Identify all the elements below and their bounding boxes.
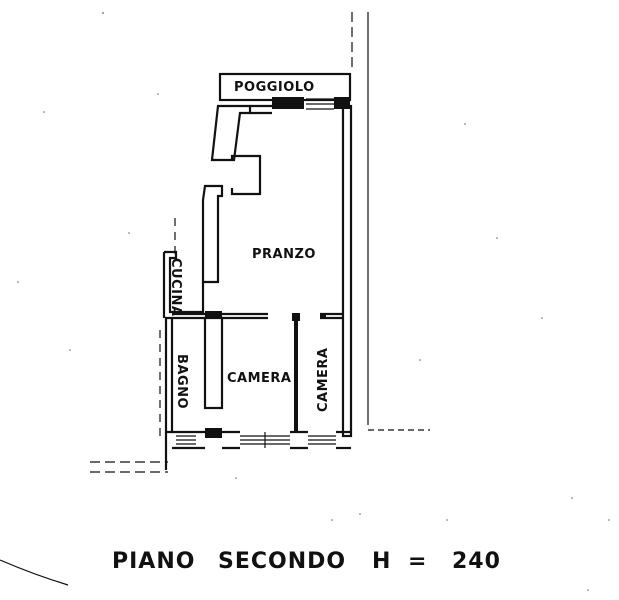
outer-walls xyxy=(162,104,353,470)
caption-level: SECONDO xyxy=(218,549,346,574)
room-label-pranzo: PRANZO xyxy=(252,247,316,262)
caption-equals: = xyxy=(408,549,427,574)
window-bagno xyxy=(176,435,196,445)
caption-height-value: 240 xyxy=(452,549,501,574)
caption-floor: PIANO xyxy=(112,549,195,574)
caption-height-label: H xyxy=(372,549,391,574)
room-labels: POGGIOLO PRANZO CUCINA BAGNO CAMERA CAME… xyxy=(168,80,331,412)
window-camera-left xyxy=(240,432,290,448)
room-label-cucina: CUCINA xyxy=(168,258,183,316)
floor-caption: PIANO SECONDO H = 240 xyxy=(112,549,501,574)
windows xyxy=(176,428,336,448)
room-label-bagno: BAGNO xyxy=(174,354,189,409)
room-label-poggiolo: POGGIOLO xyxy=(234,80,315,95)
property-lines xyxy=(0,12,430,586)
window-camera-right xyxy=(308,435,336,445)
scan-noise xyxy=(17,12,610,591)
room-label-camera-left: CAMERA xyxy=(227,371,292,386)
interior-walls xyxy=(172,311,343,432)
room-label-camera-right: CAMERA xyxy=(316,348,331,413)
